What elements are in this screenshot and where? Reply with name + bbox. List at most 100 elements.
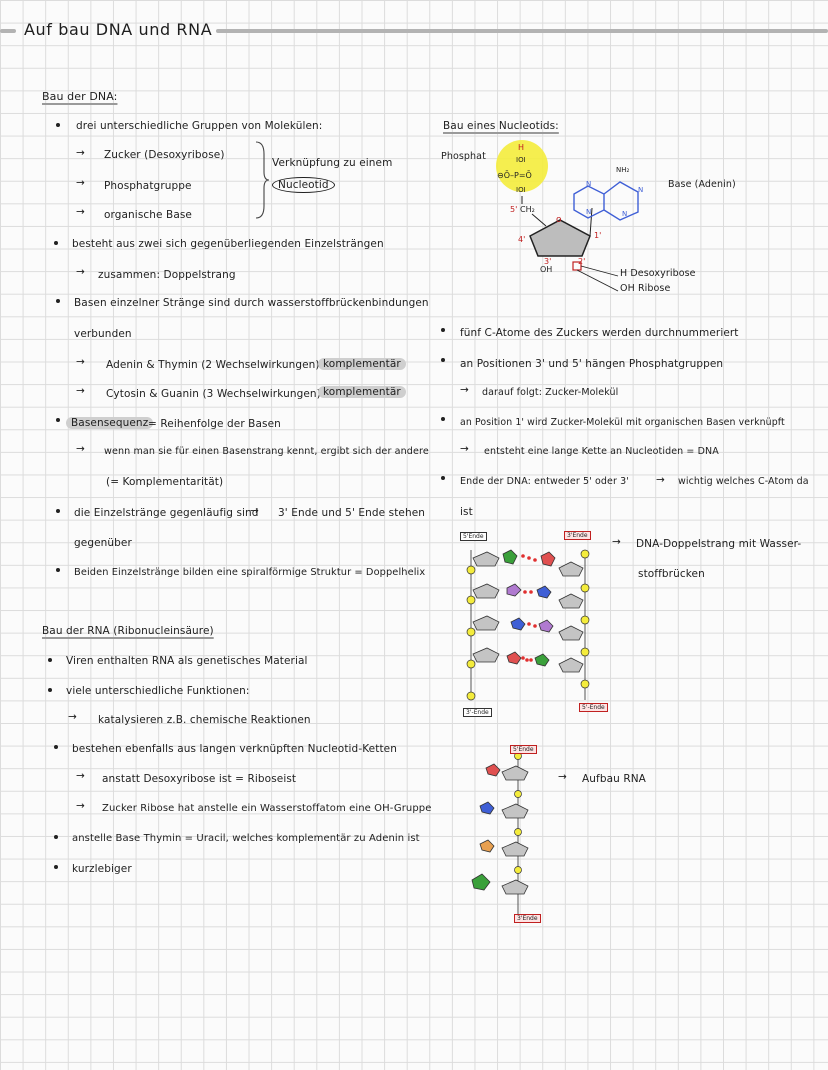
sugars-right	[558, 561, 584, 673]
dna-line-enden: 3' Ende und 5' Ende stehen	[278, 507, 426, 519]
svg-text:N: N	[638, 186, 643, 194]
end-label-5b: 5'-Ende	[579, 703, 608, 712]
rna-line-kurzlebiger: kurzlebiger	[72, 863, 132, 875]
svg-text:NH₂: NH₂	[616, 166, 630, 174]
right-line-7: wichtig welches C-Atom da	[678, 476, 809, 487]
dna-line-reihenfolge: = Reihenfolge der Basen	[148, 418, 281, 430]
phosphat-label: Phosphat	[441, 151, 486, 162]
svg-text:N: N	[586, 180, 591, 188]
right-line-8: ist	[460, 506, 473, 518]
bullet	[441, 476, 445, 480]
dna-line-besteht: besteht aus zwei sich gegenüberliegenden…	[72, 238, 384, 250]
right-line-1: fünf C-Atome des Zuckers werden durchnum…	[460, 327, 739, 339]
end-label-3b: 3'-Ende	[463, 708, 492, 717]
rna-end-label-3: 3'Ende	[514, 914, 541, 923]
svg-text:⊖Ō–P=Ō: ⊖Ō–P=Ō	[497, 170, 532, 180]
phosphate-markers-right	[580, 549, 590, 689]
verknuepfung-label: Verknüpfung zu einem	[272, 157, 393, 169]
dna-line-phosphat: Phosphatgruppe	[104, 180, 192, 192]
dna-line-cg: Cytosin & Guanin (3 Wechselwirkungen)	[106, 388, 321, 400]
brace-icon	[255, 141, 270, 219]
svg-text:4': 4'	[518, 235, 525, 244]
bullet	[56, 509, 60, 513]
right-line-4: an Position 1' wird Zucker-Molekül mit o…	[460, 417, 785, 428]
rna-line-katalysieren: katalysieren z.B. chemische Reaktionen	[98, 714, 311, 726]
nucleotide-structure-diagram: H IOI ⊖Ō–P=Ō IOI 5' CH₂ o 4' 1' 3' 2' OH…	[496, 140, 643, 292]
hydrogen-bonds	[521, 554, 537, 662]
bullet	[56, 123, 60, 127]
desoxy-label: H Desoxyribose	[620, 268, 696, 279]
ribose-label: OH Ribose	[620, 283, 671, 294]
rna-heading: Bau der RNA (Ribonucleinsäure)	[42, 625, 214, 637]
svg-text:1': 1'	[594, 231, 601, 240]
bullet	[56, 418, 60, 422]
komplementaer-badge: komplementär	[318, 358, 406, 370]
arrow-icon: →	[656, 474, 665, 486]
adenine-base	[573, 181, 639, 221]
rna-line-uracil: anstelle Base Thymin = Uracil, welches k…	[72, 833, 420, 844]
rna-end-label-5: 5'Ende	[510, 745, 537, 754]
dna-line-doppelhelix: Beiden Einzelstränge bilden eine spiralf…	[74, 567, 426, 578]
rna-line-bestehen: bestehen ebenfalls aus langen verknüpfte…	[72, 743, 397, 755]
bullet	[54, 241, 58, 245]
arrow-icon: →	[76, 770, 85, 782]
rna-sugars	[501, 765, 529, 895]
bullet	[441, 358, 445, 362]
page-title: Auf bau DNA und RNA	[24, 20, 213, 39]
dna-line-at: Adenin & Thymin (2 Wechselwirkungen)	[106, 359, 320, 371]
dna-line-zucker: Zucker (Desoxyribose)	[104, 149, 225, 161]
rna-line-viren: Viren enthalten RNA als genetisches Mate…	[66, 655, 308, 667]
bullet	[54, 865, 58, 869]
bullet	[48, 658, 52, 662]
svg-text:OH: OH	[540, 265, 552, 274]
dna-line-komplementaritaet: (= Komplementarität)	[106, 476, 224, 488]
dna-caption-line-1: DNA-Doppelstrang mit Wasser-	[636, 538, 802, 550]
arrow-icon: →	[76, 266, 85, 278]
arrow-icon: →	[250, 505, 259, 517]
arrow-icon: →	[76, 177, 85, 189]
bullet	[56, 299, 60, 303]
svg-text:3': 3'	[544, 257, 551, 266]
bases-pairs	[502, 549, 556, 667]
nucleotide-heading: Bau eines Nucleotids:	[443, 120, 559, 132]
bullet	[54, 745, 58, 749]
rna-line-ribose: anstatt Desoxyribose ist = Riboseist	[102, 773, 297, 785]
svg-text:2': 2'	[578, 257, 585, 266]
svg-text:o: o	[556, 215, 562, 225]
arrow-icon: →	[612, 536, 621, 548]
dna-line-wenn: wenn man sie für einen Basenstrang kennt…	[104, 446, 429, 457]
dna-double-strand-diagram	[466, 549, 590, 701]
rna-strand-diagram	[471, 752, 529, 916]
phosphate-markers-left	[466, 565, 476, 701]
nucleotid-label: Nucleotid	[272, 177, 335, 193]
dna-heading: Bau der DNA:	[42, 90, 118, 103]
rna-bases	[471, 763, 501, 891]
arrow-icon: →	[76, 147, 85, 159]
title-bar-right	[216, 29, 828, 33]
bullet	[441, 417, 445, 421]
bullet	[48, 688, 52, 692]
base-label: Base (Adenin)	[668, 179, 736, 190]
dna-line-basen: Basen einzelner Stränge sind durch wasse…	[74, 297, 429, 309]
sugar-ring	[529, 219, 591, 257]
bullet	[56, 568, 60, 572]
komplementaer-badge: komplementär	[318, 386, 406, 398]
dna-caption-line-2: stoffbrücken	[638, 568, 705, 580]
end-label-5: 5'Ende	[460, 532, 487, 541]
rna-caption: Aufbau RNA	[582, 773, 646, 785]
title-bar-left	[0, 29, 16, 33]
svg-text:N: N	[622, 210, 627, 218]
arrow-icon: →	[68, 711, 77, 723]
dna-line-base: organische Base	[104, 209, 192, 221]
dna-line-1: drei unterschiedliche Gruppen von Molekü…	[76, 120, 323, 132]
svg-text:H: H	[518, 143, 524, 152]
rna-phosphates	[514, 752, 522, 874]
dna-line-gegenueber: gegenüber	[74, 537, 132, 549]
end-label-3: 3'Ende	[564, 531, 591, 540]
svg-text:N: N	[586, 208, 591, 216]
right-line-2: an Positionen 3' und 5' hängen Phosphatg…	[460, 358, 724, 370]
svg-text:IOI: IOI	[516, 186, 526, 194]
right-line-3: darauf folgt: Zucker-Molekül	[482, 387, 619, 398]
sugars-left	[472, 551, 500, 663]
svg-text:CH₂: CH₂	[520, 205, 535, 214]
